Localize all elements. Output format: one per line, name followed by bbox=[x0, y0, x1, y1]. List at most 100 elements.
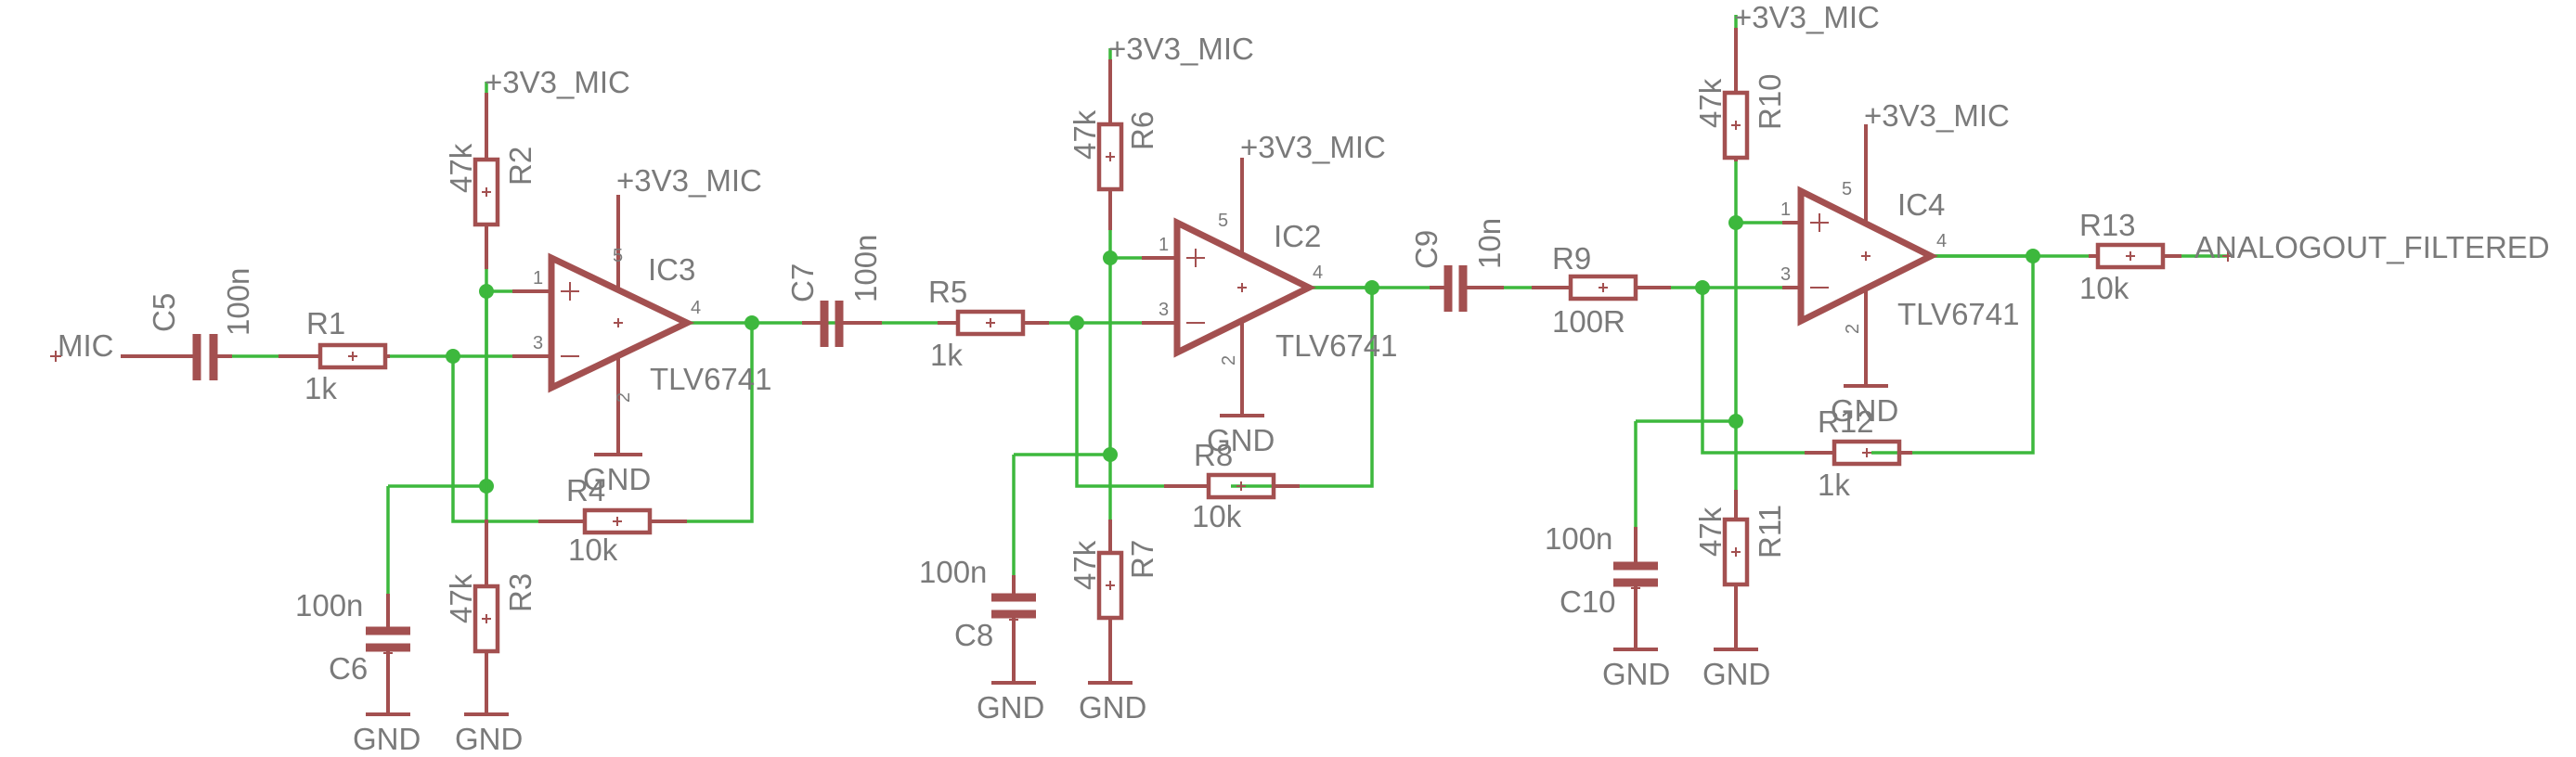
resistor-r9: R9 100R bbox=[1532, 241, 1671, 339]
svg-text:100n: 100n bbox=[1545, 521, 1612, 556]
svg-text:2: 2 bbox=[1219, 355, 1239, 366]
svg-text:C9: C9 bbox=[1409, 230, 1443, 269]
svg-text:C5: C5 bbox=[147, 293, 181, 332]
svg-text:10k: 10k bbox=[2079, 271, 2129, 305]
svg-text:10n: 10n bbox=[1472, 218, 1507, 269]
svg-text:47k: 47k bbox=[1068, 540, 1102, 590]
svg-text:100R: 100R bbox=[1552, 304, 1625, 339]
resistor-r2: 47k R2 +3V3_MIC bbox=[444, 65, 630, 291]
opamp-ic2: 1 3 4 5 2 IC2 TLV6741 +3V3_MIC GND bbox=[1142, 130, 1397, 457]
svg-text:4: 4 bbox=[691, 298, 701, 318]
svg-text:R12: R12 bbox=[1818, 404, 1874, 439]
svg-text:100n: 100n bbox=[221, 268, 255, 336]
svg-text:3: 3 bbox=[1780, 264, 1791, 285]
svg-text:2: 2 bbox=[1843, 324, 1863, 334]
opamp-ic4: 1 3 4 5 2 IC4 TLV6741 +3V3_MIC GND bbox=[1780, 98, 2019, 428]
svg-text:2: 2 bbox=[614, 392, 634, 403]
svg-text:4: 4 bbox=[1936, 231, 1947, 251]
svg-text:C8: C8 bbox=[954, 618, 993, 652]
stage2: C7 100n R5 1k bbox=[785, 32, 1430, 725]
svg-text:GND: GND bbox=[1207, 423, 1275, 457]
svg-text:R5: R5 bbox=[928, 275, 967, 309]
capacitor-c10: 100n C10 GND bbox=[1545, 521, 1670, 691]
svg-text:100n: 100n bbox=[295, 588, 363, 622]
capacitor-c8: 100n C8 GND bbox=[919, 555, 1044, 725]
svg-text:1: 1 bbox=[1159, 235, 1169, 255]
svg-text:TLV6741: TLV6741 bbox=[1897, 297, 2019, 331]
svg-text:GND: GND bbox=[1602, 657, 1670, 691]
svg-text:5: 5 bbox=[1218, 211, 1228, 231]
svg-text:TLV6741: TLV6741 bbox=[1275, 328, 1397, 363]
svg-text:R8: R8 bbox=[1194, 438, 1233, 472]
svg-text:R7: R7 bbox=[1125, 540, 1159, 579]
svg-text:GND: GND bbox=[1702, 657, 1770, 691]
svg-text:R6: R6 bbox=[1125, 111, 1159, 150]
svg-text:R9: R9 bbox=[1552, 241, 1591, 276]
svg-text:R1: R1 bbox=[306, 306, 345, 340]
svg-text:+3V3_MIC: +3V3_MIC bbox=[1734, 0, 1880, 34]
svg-text:10k: 10k bbox=[1192, 499, 1242, 533]
svg-text:+3V3_MIC: +3V3_MIC bbox=[1240, 130, 1386, 164]
svg-text:1k: 1k bbox=[304, 371, 337, 405]
svg-text:R3: R3 bbox=[503, 573, 537, 612]
svg-text:GND: GND bbox=[455, 722, 523, 756]
svg-text:GND: GND bbox=[1079, 690, 1146, 725]
resistor-r6: 47k R6 +3V3_MIC bbox=[1068, 32, 1254, 230]
svg-text:C7: C7 bbox=[785, 263, 820, 302]
resistor-r5: R5 1k bbox=[928, 275, 1049, 372]
svg-text:+3V3_MIC: +3V3_MIC bbox=[485, 65, 630, 99]
output-net-label: ANALOGOUT_FILTERED bbox=[2194, 230, 2550, 264]
svg-text:47k: 47k bbox=[1693, 507, 1728, 557]
svg-text:+3V3_MIC: +3V3_MIC bbox=[1864, 98, 2010, 133]
svg-text:3: 3 bbox=[533, 333, 543, 353]
svg-text:47k: 47k bbox=[444, 143, 478, 193]
svg-text:47k: 47k bbox=[1693, 78, 1728, 128]
svg-text:R2: R2 bbox=[503, 147, 537, 186]
svg-text:1: 1 bbox=[1780, 199, 1791, 220]
opamp-ic3: 1 3 4 5 2 IC3 TLV6741 +3V3_MIC GND bbox=[512, 163, 771, 496]
svg-text:1k: 1k bbox=[1818, 468, 1850, 502]
svg-text:47k: 47k bbox=[444, 573, 478, 623]
resistor-r8: R8 10k bbox=[1164, 438, 1300, 533]
svg-text:+3V3_MIC: +3V3_MIC bbox=[1108, 32, 1254, 66]
capacitor-c7: C7 100n bbox=[785, 235, 883, 347]
stage1: MIC C5 100n bbox=[50, 65, 835, 756]
svg-text:IC3: IC3 bbox=[648, 252, 695, 287]
svg-text:C6: C6 bbox=[329, 651, 368, 686]
svg-text:R13: R13 bbox=[2079, 208, 2136, 242]
svg-text:5: 5 bbox=[613, 246, 623, 266]
capacitor-c6: 100n C6 GND bbox=[295, 588, 421, 756]
svg-text:GND: GND bbox=[583, 462, 651, 496]
svg-text:1: 1 bbox=[533, 268, 543, 289]
svg-text:GND: GND bbox=[1831, 393, 1898, 428]
svg-text:IC4: IC4 bbox=[1897, 187, 1945, 222]
svg-text:1k: 1k bbox=[930, 338, 963, 372]
resistor-r13: R13 10k bbox=[2079, 208, 2181, 305]
svg-text:GND: GND bbox=[977, 690, 1044, 725]
svg-text:R10: R10 bbox=[1753, 73, 1787, 130]
stage3: C9 10n R9 100R bbox=[1409, 0, 2550, 691]
resistor-r3: 47k R3 GND bbox=[444, 520, 537, 756]
svg-text:5: 5 bbox=[1842, 179, 1852, 199]
svg-text:R4: R4 bbox=[566, 473, 605, 507]
resistor-r4: R4 10k bbox=[538, 473, 687, 567]
svg-text:4: 4 bbox=[1313, 263, 1323, 283]
resistor-r12: R12 1k bbox=[1805, 404, 1912, 502]
capacitor-c9: C9 10n bbox=[1409, 218, 1507, 312]
svg-text:IC2: IC2 bbox=[1274, 219, 1321, 253]
svg-text:R11: R11 bbox=[1753, 505, 1787, 558]
resistor-r11: 47k R11 GND bbox=[1693, 490, 1787, 691]
svg-text:100n: 100n bbox=[848, 235, 883, 302]
svg-text:GND: GND bbox=[353, 722, 421, 756]
svg-text:47k: 47k bbox=[1068, 109, 1102, 160]
capacitor-c5: C5 100n bbox=[121, 268, 255, 380]
svg-text:TLV6741: TLV6741 bbox=[650, 362, 771, 396]
resistor-r10: 47k R10 +3V3_MIC bbox=[1693, 0, 1880, 161]
svg-text:+3V3_MIC: +3V3_MIC bbox=[616, 163, 762, 198]
svg-text:10k: 10k bbox=[568, 532, 618, 567]
svg-text:C10: C10 bbox=[1560, 584, 1616, 619]
mic-net-label: MIC bbox=[58, 328, 114, 363]
resistor-r1: R1 1k bbox=[278, 306, 390, 405]
resistor-r7: 47k R7 GND bbox=[1068, 520, 1159, 725]
